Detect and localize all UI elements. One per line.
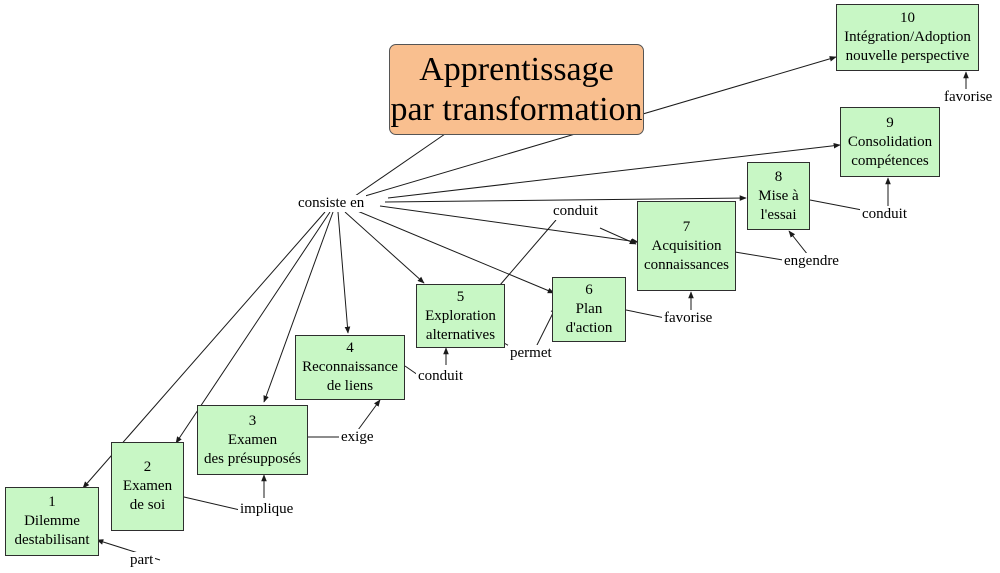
step-label-line: Plan [575, 301, 603, 317]
step-label-line: Acquisition [651, 237, 722, 254]
relation-label-favorise-9: favorise [942, 89, 995, 106]
favorise-6-connector [625, 309, 666, 319]
step-label-line: des présupposés [203, 450, 302, 467]
conduit-5-connector [499, 219, 557, 286]
step-number: 5 [456, 288, 465, 305]
step-label-line: Examen [122, 478, 173, 494]
title-line-1: Apprentissage [419, 50, 614, 88]
relation-label-part: part [128, 552, 156, 569]
hub-to-step-7-line [379, 205, 639, 244]
step-label-line: de liens [326, 378, 374, 394]
engendre-connector [734, 251, 784, 261]
step-box-8: 8 Mise à l'essai [747, 162, 810, 230]
step-label-line: connaissances [644, 256, 729, 273]
relation-label-implique: implique [238, 501, 296, 518]
step-box-5: 5 Exploration alternatives [416, 284, 505, 348]
step-label-line: Consolidation [847, 133, 933, 150]
step-number: 7 [682, 218, 691, 235]
hub-to-step-3-line [263, 211, 334, 403]
step-number: 6 [585, 282, 593, 298]
step-label-line: Intégration/Adoption [844, 29, 971, 45]
hub-to-step-6-line [354, 209, 555, 294]
step-box-7: 7 Acquisition connaissances [637, 201, 736, 291]
step-box-9: 9 Consolidation compétences [840, 107, 940, 177]
step-box-4: 4 Reconnaissance de liens [295, 335, 405, 400]
step-label-line: nouvelle perspective [845, 48, 970, 64]
hub-label: consiste en [296, 195, 367, 212]
step-label-line: Dilemme [24, 513, 80, 529]
step-number: 9 [886, 114, 894, 131]
step-label-line: Exploration [425, 307, 496, 324]
step-label-line: de soi [129, 497, 166, 513]
step-box-1: 1 Dilemme destabilisant [5, 487, 99, 556]
engendre-arrow [788, 230, 809, 256]
hub-to-step-8-line [384, 195, 747, 203]
step-box-6: 6 Plan d'action [552, 277, 626, 342]
relation-label-engendre: engendre [782, 253, 841, 270]
relation-label-permet: permet [508, 345, 554, 362]
title-box: Apprentissage par transformation [389, 44, 644, 135]
step-number: 4 [346, 340, 354, 356]
relation-label-conduit-4: conduit [416, 368, 465, 385]
step-label-line: compétences [851, 152, 929, 169]
step-label-line: alternatives [425, 326, 496, 343]
step-number: 2 [143, 459, 152, 475]
relation-label-favorise-6: favorise [662, 310, 715, 327]
conduit-4-connector [404, 365, 419, 376]
step-number: 10 [900, 10, 915, 26]
step-box-2: 2 Examen de soi [111, 442, 184, 531]
step-box-10: 10 Intégration/Adoption nouvelle perspec… [836, 4, 979, 71]
hub-to-step-9-line [387, 142, 841, 199]
step-label-line: Examen [227, 431, 278, 448]
hub-to-step-2-line [175, 211, 331, 444]
conduit-8-connector [809, 199, 863, 211]
step-number: 3 [248, 412, 257, 429]
step-label-line: Reconnaissance [302, 359, 398, 375]
relation-label-conduit-5: conduit [551, 203, 600, 220]
title-line-2: par transformation [390, 90, 643, 128]
relation-label-conduit-8: conduit [860, 206, 909, 223]
step-label-line: Mise à [758, 187, 799, 204]
conduit-5-arrow [599, 227, 637, 245]
step-box-3: 3 Examen des présupposés [197, 405, 308, 475]
step-label-line: destabilisant [14, 532, 90, 548]
step-label-line: l'essai [760, 206, 797, 223]
exige-arrow [357, 399, 381, 431]
hub-to-step-4-line [337, 211, 351, 334]
step-number: 1 [48, 494, 56, 510]
relation-label-exige: exige [339, 429, 376, 446]
hub-to-step-5-line [344, 211, 425, 284]
step-label-line: d'action [565, 320, 613, 336]
step-number: 8 [774, 168, 783, 185]
title-to-hub-line [354, 133, 446, 197]
